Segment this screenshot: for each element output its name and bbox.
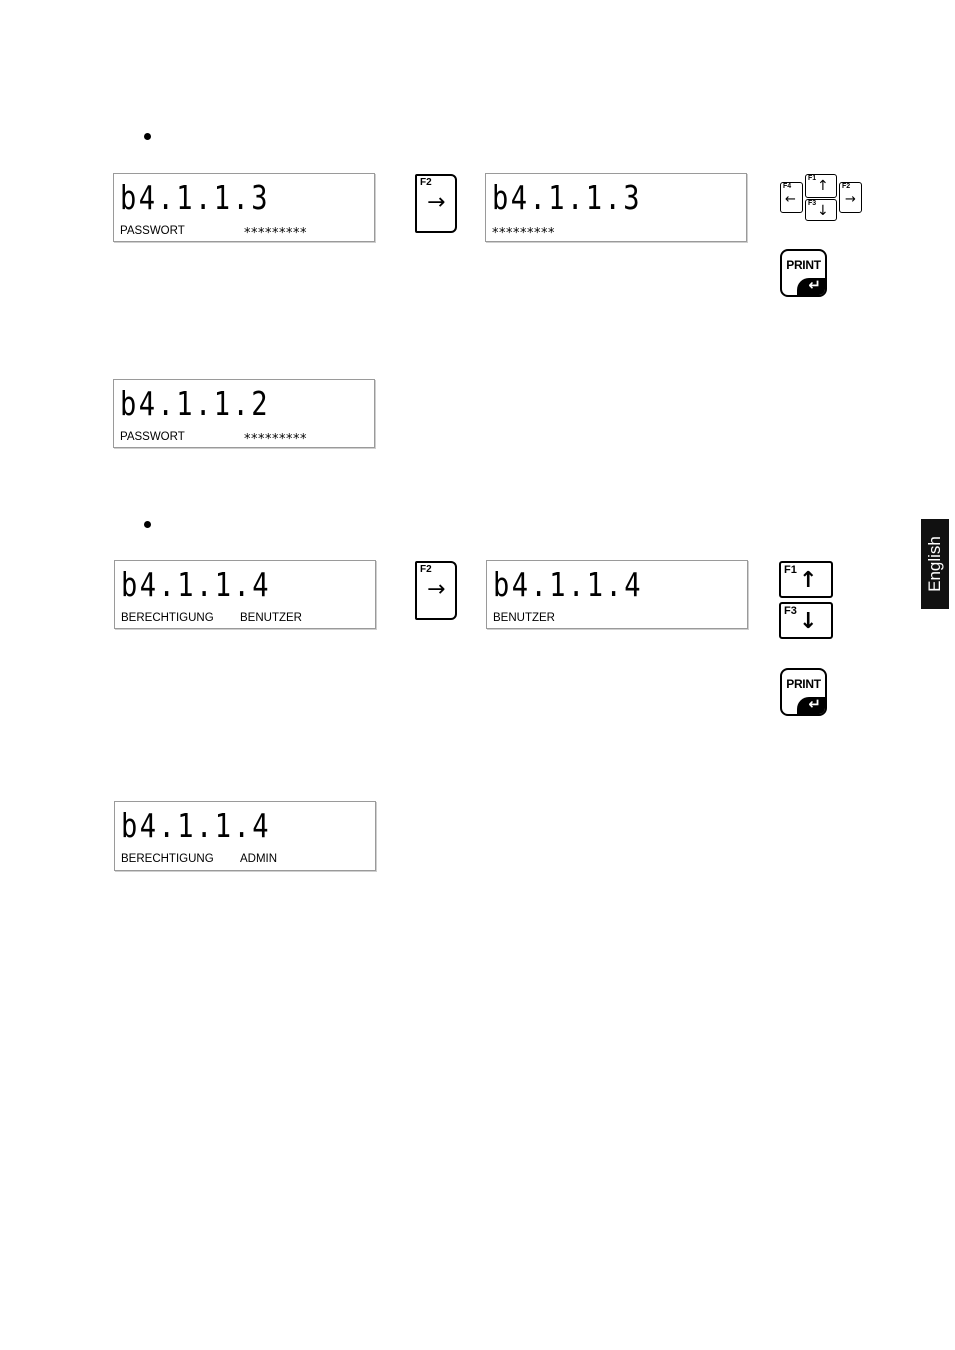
f2-key-label: F2 xyxy=(420,564,432,575)
arrow-left-icon: ← xyxy=(785,192,796,207)
display-label: PASSWORT xyxy=(120,225,185,238)
f1-up-key[interactable]: F1 ↑ xyxy=(779,561,833,598)
display-code: b4.1.1.3 xyxy=(492,180,642,216)
arrow-down-icon: ↓ xyxy=(799,609,817,634)
display-label: BERECHTIGUNG xyxy=(121,612,214,625)
arrow-up-icon: ↑ xyxy=(817,178,829,194)
display-code: b4.1.1.4 xyxy=(493,567,643,603)
enter-icon: ↵ xyxy=(808,695,821,713)
print-key[interactable]: PRINT ↵ xyxy=(780,249,827,297)
key-label: F3 xyxy=(784,605,797,617)
display-label: BERECHTIGUNG xyxy=(121,853,214,866)
f2-key[interactable]: F2 → xyxy=(415,174,457,233)
display-value: BENUTZER xyxy=(240,612,302,625)
display-value: ADMIN xyxy=(240,853,277,866)
display-code: b4.1.1.3 xyxy=(120,180,270,216)
arrow-right-icon: → xyxy=(427,577,445,602)
f3-down-key[interactable]: F3 ↓ xyxy=(805,199,837,221)
display-code: b4.1.1.4 xyxy=(121,808,271,844)
display-permission-edit: b4.1.1.4 BENUTZER xyxy=(486,560,748,629)
arrow-right-icon: → xyxy=(845,192,856,207)
key-label: F2 xyxy=(842,183,850,190)
display-permission-current: b4.1.1.4 BERECHTIGUNG BENUTZER xyxy=(114,560,376,629)
f4-left-key[interactable]: F4 ← xyxy=(780,182,803,213)
f1-up-key[interactable]: F1 ↑ xyxy=(805,174,837,198)
arrow-down-icon: ↓ xyxy=(817,203,829,219)
display-value: BENUTZER xyxy=(493,612,555,625)
print-key[interactable]: PRINT ↵ xyxy=(780,668,827,716)
display-label: PASSWORT xyxy=(120,431,185,444)
display-password-result: b4.1.1.2 PASSWORT ********* xyxy=(113,379,375,448)
display-code: b4.1.1.4 xyxy=(121,567,271,603)
language-tab: English xyxy=(921,519,949,609)
display-value: ********* xyxy=(244,433,307,446)
bullet-1 xyxy=(144,133,151,140)
display-password-edit: b4.1.1.3 ********* xyxy=(485,173,747,242)
print-key-label: PRINT xyxy=(782,258,825,272)
f2-key-label: F2 xyxy=(420,177,432,188)
display-value: ********* xyxy=(492,227,555,240)
display-code: b4.1.1.2 xyxy=(120,386,270,422)
key-label: F1 xyxy=(808,175,816,182)
f2-right-key[interactable]: F2 → xyxy=(839,182,862,213)
f3-down-key[interactable]: F3 ↓ xyxy=(779,602,833,639)
language-tab-label: English xyxy=(925,536,945,592)
enter-icon: ↵ xyxy=(808,276,821,294)
f2-key[interactable]: F2 → xyxy=(415,561,457,620)
enter-area: ↵ xyxy=(797,697,827,716)
key-label: F4 xyxy=(783,183,791,190)
key-label: F1 xyxy=(784,564,797,576)
key-label: F3 xyxy=(808,200,816,207)
bullet-2 xyxy=(144,521,151,528)
arrow-right-icon: → xyxy=(427,190,445,215)
display-password-current: b4.1.1.3 PASSWORT ********* xyxy=(113,173,375,242)
arrow-up-icon: ↑ xyxy=(799,568,817,593)
display-permission-result: b4.1.1.4 BERECHTIGUNG ADMIN xyxy=(114,801,376,871)
enter-area: ↵ xyxy=(797,278,827,297)
display-value: ********* xyxy=(244,227,307,240)
print-key-label: PRINT xyxy=(782,677,825,691)
